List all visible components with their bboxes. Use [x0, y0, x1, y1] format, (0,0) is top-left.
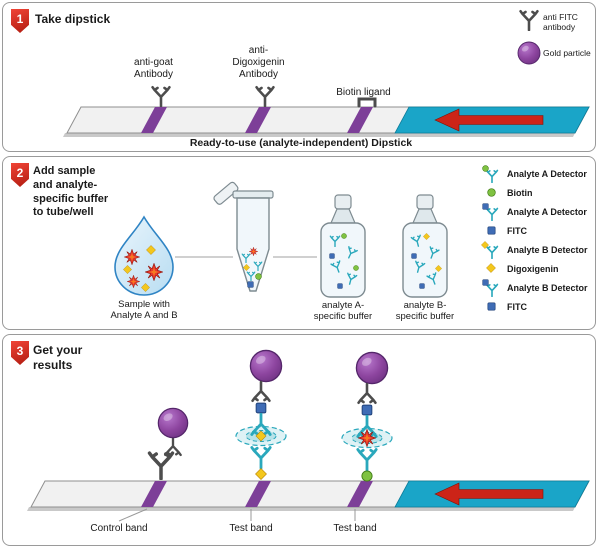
fitc-icon [481, 298, 503, 316]
panel-take-dipstick: 1 Take dipstick anti FITC antibody Gold … [2, 2, 596, 152]
digoxigenin-icon [481, 260, 503, 278]
test-band-1-label: Test band [229, 523, 273, 534]
bottle-b-label: analyte B- specific buffer [395, 300, 455, 323]
panel3-graphics [27, 349, 590, 522]
flow-arrow-icon [434, 108, 544, 132]
legend-row: Analyte B Detector [481, 279, 588, 297]
step-3-number: 3 [16, 344, 24, 358]
biotin-ligand-band-label: Biotin ligand [336, 87, 391, 98]
dropper-bottle-a [320, 194, 366, 298]
test-band-2-label: Test band [333, 523, 377, 534]
step-2-marker: 2 [11, 163, 29, 187]
anti-digoxigenin-antibody-icon [255, 86, 275, 107]
sample-label: Sample with Analyte A and B [110, 299, 178, 322]
analyte-b-detector-digoxigenin-icon [481, 241, 503, 259]
anti-goat-antibody-band-label: anti-goat Antibody [134, 57, 173, 80]
reaction-tube [213, 181, 274, 292]
panel1-title: Take dipstick [35, 12, 111, 26]
analyte-a-detector-fitc-icon [481, 203, 503, 221]
anti-fitc-antibody-label: anti FITC antibody [543, 12, 578, 33]
step-2-number: 2 [16, 166, 24, 180]
dipstick-caption: Ready-to-use (analyte-independent) Dipst… [189, 137, 413, 149]
control-band-label: Control band [90, 523, 148, 534]
flow-arrow-icon [434, 482, 544, 506]
step-3-marker: 3 [11, 341, 29, 365]
biotin-ligand-band [347, 107, 373, 133]
legend-label: Analyte B Detector [507, 245, 588, 255]
step-1-marker: 1 [11, 9, 29, 33]
dipstick-strip [63, 106, 590, 137]
anti-fitc-antibody-icon [519, 10, 539, 31]
digoxigenin-icon [255, 468, 267, 480]
legend-row: Analyte A Detector [481, 203, 587, 221]
result-dipstick [27, 480, 590, 511]
legend-row: FITC [481, 298, 527, 316]
biotin-icon [361, 470, 373, 482]
legend-label: FITC [507, 226, 527, 236]
legend-label: Analyte A Detector [507, 207, 587, 217]
control-band-complex [147, 407, 189, 480]
panel-add-sample: 2 Add sample and analyte- specific buffe… [2, 156, 596, 330]
panel1-graphics [63, 10, 590, 137]
gold-particle-icon [249, 349, 283, 383]
gold-particle-icon [517, 41, 541, 65]
test-band-2 [347, 481, 373, 507]
panel-results: 3 Get your results Control band Test ban… [2, 334, 596, 546]
gold-particle-icon [355, 351, 389, 385]
biotin-ligand-icon [357, 97, 377, 108]
gold-particle-label: Gold particle [543, 48, 591, 58]
legend-row: Analyte B Detector [481, 241, 588, 259]
legend-label: Digoxigenin [507, 264, 559, 274]
legend-label: FITC [507, 302, 527, 312]
sample-drop [114, 215, 174, 296]
legend-row: FITC [481, 222, 527, 240]
fitc-icon [255, 402, 267, 414]
legend-row: Biotin [481, 184, 533, 202]
test-band-complex-1 [235, 349, 287, 480]
test-band-complex-2 [341, 351, 393, 482]
legend-label: Biotin [507, 188, 533, 198]
anti-digoxigenin-band [245, 107, 271, 133]
legend-label: Analyte B Detector [507, 283, 588, 293]
panel3-title: Get your results [33, 343, 83, 372]
legend-row: Analyte A Detector [481, 165, 587, 183]
panel2-title: Add sample and analyte- specific buffer … [33, 165, 109, 219]
biotin-icon [481, 184, 503, 202]
fitc-icon [361, 404, 373, 416]
bottle-a-label: analyte A- specific buffer [313, 300, 373, 323]
dropper-bottle-b [402, 194, 448, 298]
fitc-icon [481, 222, 503, 240]
control-band [141, 481, 167, 507]
legend-row: Digoxigenin [481, 260, 559, 278]
tube-cap [213, 181, 239, 205]
anti-goat-band [141, 107, 167, 133]
test-band-1 [245, 481, 271, 507]
legend-label: Analyte A Detector [507, 169, 587, 179]
anti-digoxigenin-antibody-band-label: anti- Digoxigenin Antibody [232, 45, 285, 80]
analyte-b-detector-fitc-icon [481, 279, 503, 297]
panel2-graphics [114, 181, 448, 298]
control-band-pointer [118, 508, 148, 522]
gold-particle-icon [157, 407, 189, 439]
anti-goat-antibody-icon [151, 86, 171, 107]
analyte-a-detector-biotin-icon [481, 165, 503, 183]
step-1-number: 1 [16, 12, 24, 26]
